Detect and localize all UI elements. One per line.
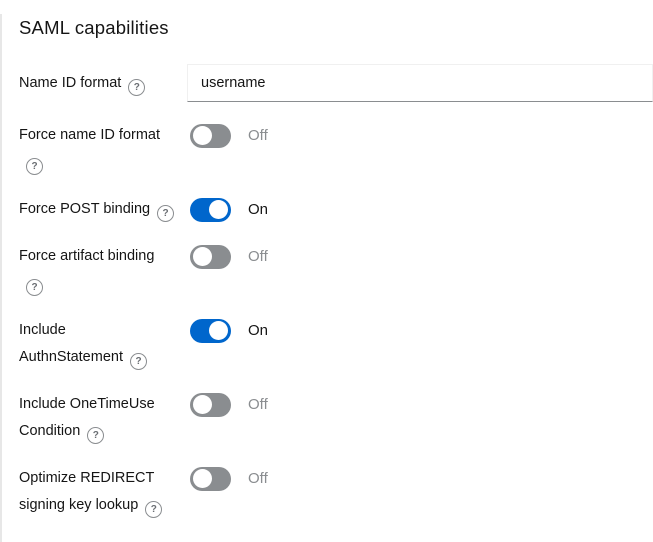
include-onetimeuse-condition-toggle[interactable] bbox=[190, 392, 231, 417]
toggle-knob bbox=[193, 247, 212, 266]
help-icon[interactable]: ? bbox=[157, 205, 175, 222]
field-control: Off bbox=[187, 243, 653, 270]
toggle-knob bbox=[209, 321, 228, 340]
field-label-line: Optimize REDIRECT bbox=[19, 465, 187, 492]
toggle-state-label: Off bbox=[248, 470, 268, 487]
field-label-line: Name ID format? bbox=[19, 70, 187, 97]
help-icon[interactable]: ? bbox=[128, 78, 146, 96]
toggle-knob bbox=[193, 469, 212, 488]
form-row-name-id-format: Name ID format? bbox=[19, 64, 653, 102]
field-label-text: Force artifact binding bbox=[19, 248, 155, 264]
field-label-text: Name ID format bbox=[19, 74, 122, 91]
form-row-optimize-redirect-signing-key-lookup: Optimize REDIRECT signing key lookup? Off bbox=[19, 465, 653, 519]
field-label-line: AuthnStatement? bbox=[19, 344, 187, 371]
field-label-line: Include bbox=[19, 317, 187, 344]
field-label-line: Force POST binding? bbox=[19, 196, 187, 223]
field-label-text: Force POST binding bbox=[19, 201, 151, 217]
field-control: Off bbox=[187, 122, 653, 149]
toggle-wrap: On bbox=[187, 196, 268, 223]
toggle-wrap: Off bbox=[187, 243, 268, 270]
field-control: On bbox=[187, 196, 653, 223]
field-label-text: AuthnStatement bbox=[19, 349, 123, 365]
help-icon[interactable]: ? bbox=[26, 279, 43, 296]
field-label-line: Force artifact binding bbox=[19, 243, 187, 270]
name-id-format-input[interactable] bbox=[187, 64, 653, 102]
toggle-wrap: On bbox=[187, 317, 268, 344]
section-title: SAML capabilities bbox=[19, 17, 169, 38]
field-label-text: Condition bbox=[19, 423, 81, 439]
toggle-wrap: Off bbox=[187, 465, 268, 492]
form-row-force-post-binding: Force POST binding? On bbox=[19, 196, 653, 223]
force-post-binding-toggle[interactable] bbox=[190, 197, 231, 222]
field-label: Force POST binding? bbox=[19, 196, 187, 223]
field-label: Force name ID format? bbox=[19, 122, 187, 176]
force-name-id-format-toggle[interactable] bbox=[190, 123, 231, 148]
toggle-state-label: On bbox=[248, 201, 269, 218]
field-control: Off bbox=[187, 391, 653, 418]
field-control bbox=[187, 64, 653, 102]
field-label-line: ? bbox=[19, 149, 187, 176]
form-row-force-artifact-binding: Force artifact binding? Off bbox=[19, 243, 653, 297]
field-label-text: signing key lookup bbox=[19, 497, 139, 513]
saml-capabilities-section: SAML capabilities Name ID format?Force n… bbox=[2, 14, 653, 519]
field-label-text: Include OneTimeUse bbox=[19, 396, 155, 412]
toggle-state-label: On bbox=[248, 322, 269, 339]
saml-capabilities-form: Name ID format?Force name ID format?OffF… bbox=[2, 64, 653, 519]
toggle-knob bbox=[209, 200, 228, 219]
toggle-wrap: Off bbox=[187, 122, 268, 149]
toggle-state-label: Off bbox=[248, 396, 268, 413]
toggle-wrap: Off bbox=[187, 391, 268, 418]
field-label-text: Optimize REDIRECT bbox=[19, 470, 155, 486]
toggle-knob bbox=[193, 126, 212, 145]
help-icon[interactable]: ? bbox=[130, 353, 147, 370]
field-label-text: Include bbox=[19, 322, 66, 338]
field-label-line: Condition? bbox=[19, 418, 187, 445]
field-label: Name ID format? bbox=[19, 70, 187, 97]
force-artifact-binding-toggle[interactable] bbox=[190, 244, 231, 269]
help-icon[interactable]: ? bbox=[87, 427, 105, 444]
field-control: On bbox=[187, 317, 653, 344]
field-label-text: Force name ID format bbox=[19, 127, 161, 143]
include-authnstatement-toggle[interactable] bbox=[190, 318, 231, 343]
field-label-line: signing key lookup? bbox=[19, 492, 187, 519]
toggle-state-label: Off bbox=[248, 248, 268, 265]
form-row-force-name-id-format: Force name ID format? Off bbox=[19, 122, 653, 176]
toggle-state-label: Off bbox=[248, 127, 268, 144]
toggle-knob bbox=[193, 395, 212, 414]
field-label-line: Include OneTimeUse bbox=[19, 391, 187, 418]
field-control: Off bbox=[187, 465, 653, 492]
field-label-line: ? bbox=[19, 270, 187, 297]
optimize-redirect-signing-key-lookup-toggle[interactable] bbox=[190, 466, 231, 491]
field-label-line: Force name ID format bbox=[19, 122, 187, 149]
field-label: Force artifact binding? bbox=[19, 243, 187, 297]
help-icon[interactable]: ? bbox=[26, 158, 43, 175]
help-icon[interactable]: ? bbox=[145, 501, 163, 518]
field-label: Optimize REDIRECT signing key lookup? bbox=[19, 465, 187, 519]
